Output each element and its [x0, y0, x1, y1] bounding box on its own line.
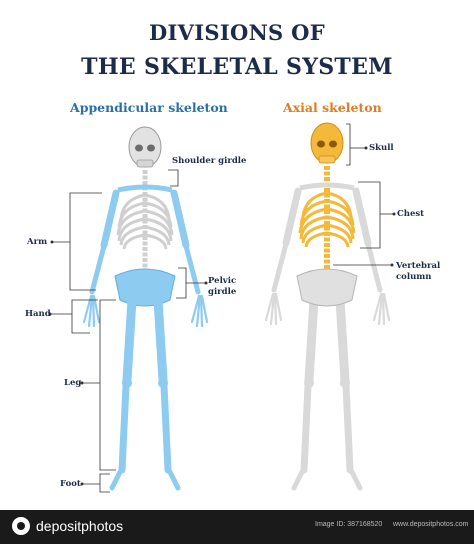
- label-girdle: girdle: [208, 287, 237, 297]
- left-shoulder-girdle: [117, 184, 173, 193]
- left-arms: [82, 189, 209, 328]
- label-foot: Foot: [60, 479, 81, 489]
- logo-text: depositphotos: [36, 518, 124, 534]
- label-shoulder-girdle: Shoulder girdle: [172, 156, 247, 166]
- site-link[interactable]: www.depositphotos.com: [393, 521, 469, 528]
- axial-skeleton: [264, 122, 391, 491]
- left-skull: [128, 126, 162, 168]
- title-line-1: DIVISIONS OF: [149, 20, 325, 45]
- appendicular-subtitle: Appendicular skeleton: [70, 100, 228, 115]
- label-column: column: [396, 272, 432, 282]
- label-chest: Chest: [397, 209, 425, 219]
- label-arm: Arm: [27, 237, 48, 247]
- appendicular-skeleton: [82, 126, 209, 491]
- image-id: Image ID: 387168520: [315, 521, 383, 528]
- label-vertebral: Vertebral: [396, 261, 441, 271]
- depositphotos-logo[interactable]: depositphotos: [12, 517, 123, 535]
- skeleton-diagram: [48, 122, 396, 493]
- left-legs: [109, 295, 181, 491]
- label-pelvic: Pelvic: [208, 276, 237, 286]
- label-leg: Leg: [64, 378, 82, 388]
- left-pelvis: [114, 268, 176, 307]
- leader-lines: [50, 123, 394, 493]
- right-skull: [310, 122, 344, 164]
- logo-icon: [12, 517, 30, 535]
- label-hand: Hand: [25, 309, 51, 319]
- axial-subtitle: Axial skeleton: [283, 100, 382, 115]
- label-skull: Skull: [369, 143, 394, 153]
- footer-bar: depositphotos Image ID: 387168520 www.de…: [0, 510, 474, 544]
- right-limbs: [264, 187, 391, 491]
- title-line-2: THE SKELETAL SYSTEM: [81, 54, 393, 80]
